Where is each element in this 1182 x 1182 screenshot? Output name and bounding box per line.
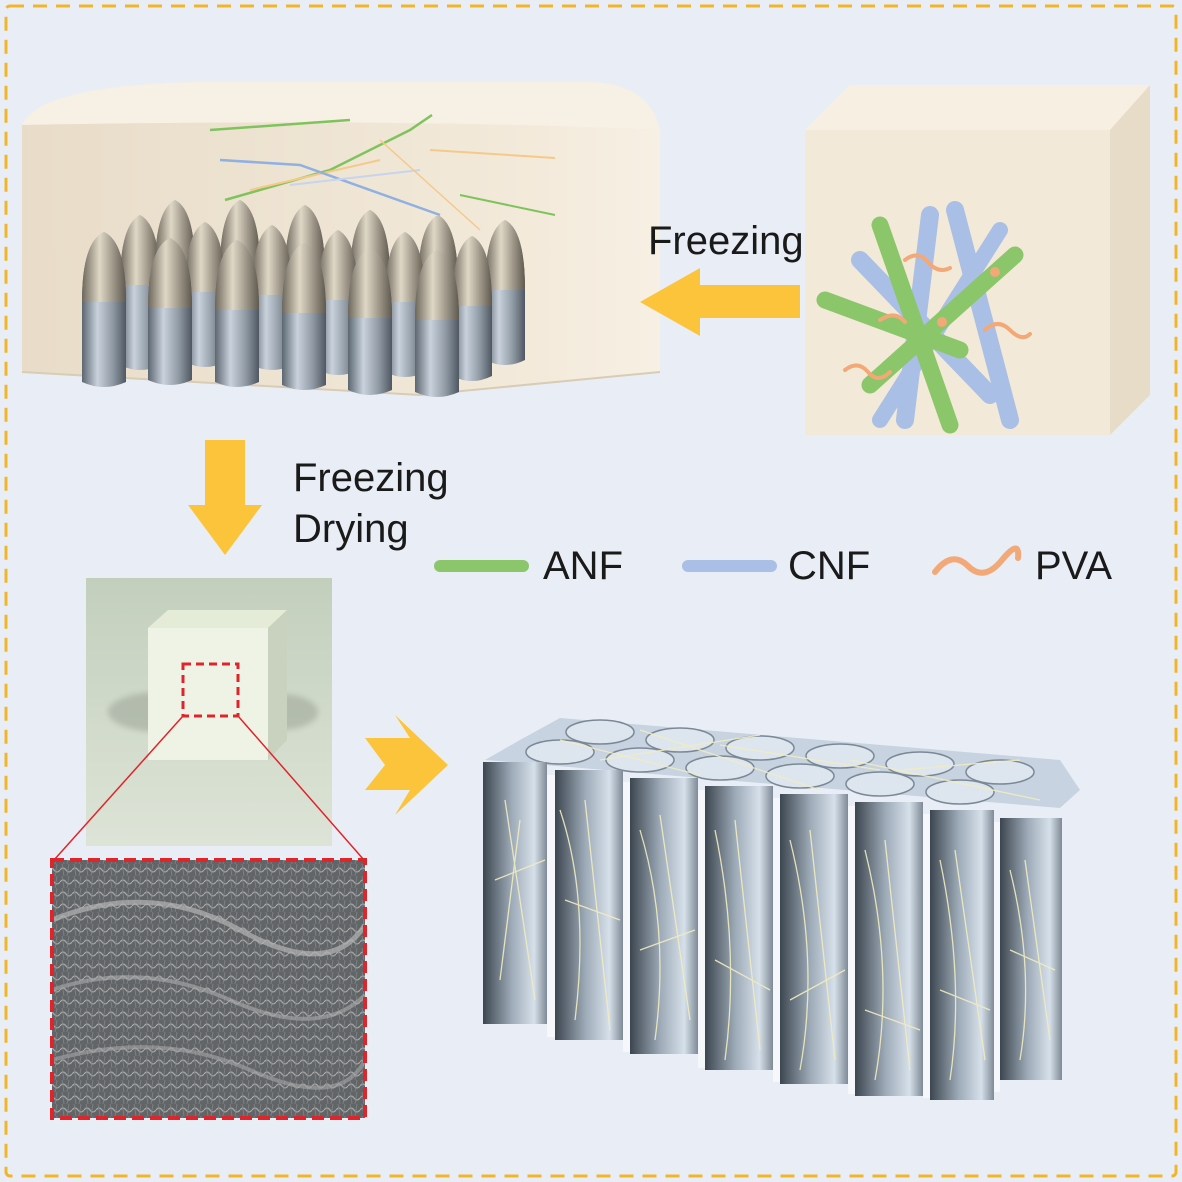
arrow-right <box>365 715 448 815</box>
ice-crystal-bullets <box>82 200 525 397</box>
freeze-drying-label-line1: Freezing <box>293 456 449 500</box>
ice-template-slab <box>21 82 661 397</box>
legend-anf-label: ANF <box>543 544 623 588</box>
legend-pva-label: PVA <box>1035 544 1113 588</box>
aerogel-photo <box>86 578 332 846</box>
legend-cnf-label: CNF <box>788 544 871 588</box>
sem-micrograph <box>51 860 368 1118</box>
sem-inset-frame <box>50 858 367 1120</box>
legend-swatches <box>434 545 1022 576</box>
dashed-frame <box>4 4 1178 1178</box>
freeze-drying-label-line2: Drying <box>293 507 409 551</box>
freezing-step-label: Freezing <box>648 219 804 263</box>
arrow-freezing-left <box>640 268 800 336</box>
zoom-region-box <box>181 662 240 718</box>
arrow-freeze-drying-down <box>188 440 262 555</box>
honeycomb-aerogel <box>483 718 1080 1100</box>
suspension-cube <box>805 85 1150 435</box>
